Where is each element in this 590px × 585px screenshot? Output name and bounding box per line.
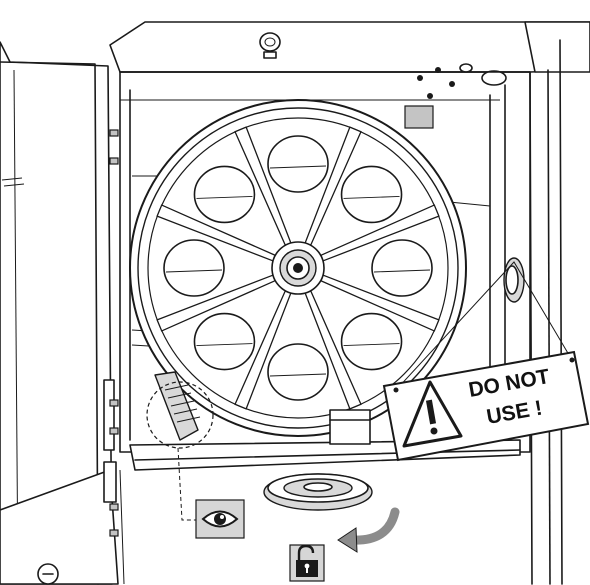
wheel-hole (340, 312, 403, 371)
inspection-callout (146, 381, 214, 449)
wheel-hole (163, 239, 225, 297)
wheel-hole (267, 343, 329, 401)
eye-icon (195, 499, 245, 539)
wheel-hole (193, 165, 256, 224)
handwheel (263, 473, 373, 511)
frame-edge-through-hole (269, 373, 327, 377)
hinges (109, 129, 119, 537)
wheel-hole (340, 165, 403, 224)
frame-edge-through-hole (196, 343, 253, 346)
frame-edge-through-hole (343, 343, 400, 346)
wheel-hole (193, 312, 256, 371)
wheel-holes (163, 135, 433, 401)
frame-edge-through-hole (196, 196, 253, 199)
frame-edge-through-hole (373, 269, 431, 273)
upper-door (0, 41, 113, 585)
eye-bolt (259, 32, 281, 59)
frame-edge-through-hole (343, 196, 400, 199)
warning-triangle-icon (402, 380, 463, 448)
side-knob (503, 257, 525, 303)
wheel-spokes (156, 126, 440, 410)
wheel-hub (271, 241, 325, 295)
frame-edge-through-hole (269, 165, 327, 169)
frame-edge-through-hole (165, 269, 223, 273)
wheel-hole (371, 239, 433, 297)
lower-door (0, 379, 125, 585)
curved-arrow-icon (337, 507, 400, 553)
do-not-use-sign: DO NOT USE ! (382, 350, 590, 462)
wheel-brush (154, 371, 201, 441)
wheel-hole (267, 135, 329, 193)
unlocked-padlock-icon (289, 544, 325, 582)
